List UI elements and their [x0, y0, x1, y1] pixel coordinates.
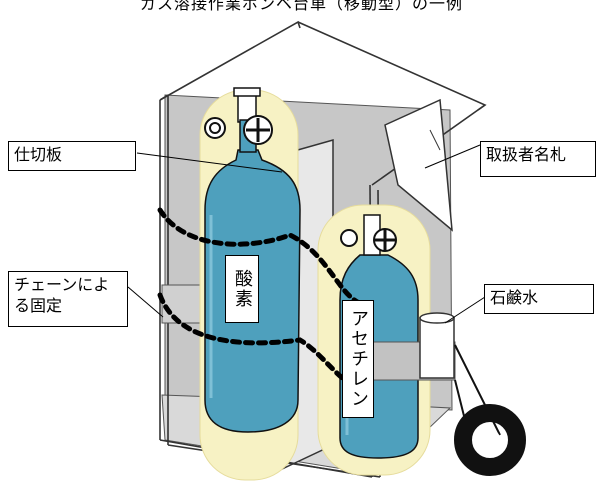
soap-water-bottle	[419, 312, 455, 379]
acetylene-label: アセチレン	[342, 300, 374, 418]
name-tag-callout: 取扱者名札	[480, 141, 596, 177]
chains	[157, 207, 368, 393]
leader-lines	[127, 144, 486, 324]
diagram-title: ガス溶接作業ボンベ台車（移動型）の一例	[139, 0, 463, 13]
chain-callout: チェーンによる固定	[8, 271, 128, 327]
name-tag-plate	[384, 98, 453, 232]
wheel	[454, 344, 526, 476]
oxygen-label: 酸素	[225, 255, 259, 323]
soap-water-callout: 石鹸水	[484, 284, 594, 314]
partition-callout: 仕切板	[8, 141, 136, 171]
